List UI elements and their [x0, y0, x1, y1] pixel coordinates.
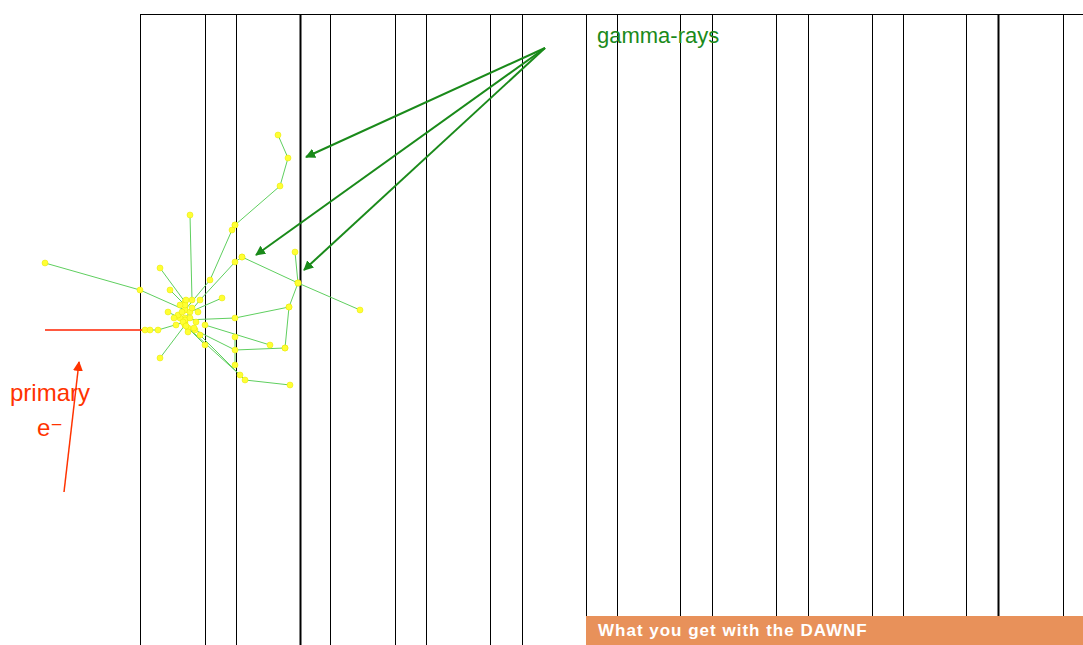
interaction-point	[147, 327, 153, 333]
interaction-point	[202, 322, 208, 328]
interaction-point	[179, 309, 185, 315]
gamma-track	[185, 325, 240, 375]
interaction-point	[189, 297, 195, 303]
gamma-track	[242, 257, 360, 310]
gamma-track	[200, 335, 290, 385]
leader-arrow	[304, 48, 545, 270]
interaction-point	[185, 329, 191, 335]
interaction-point	[183, 297, 189, 303]
interaction-point	[193, 319, 199, 325]
layer-line	[586, 14, 587, 645]
interaction-point	[189, 305, 195, 311]
interaction-point	[357, 307, 363, 313]
layer-line	[903, 14, 904, 645]
interaction-point	[286, 304, 292, 310]
interaction-point	[167, 287, 173, 293]
callout-label: gamma-rays	[597, 20, 719, 52]
interaction-point	[157, 355, 163, 361]
interaction-point	[155, 327, 161, 333]
interaction-point	[285, 155, 291, 161]
detector-layers	[140, 14, 1083, 645]
layer-line	[522, 14, 523, 645]
gamma-track	[190, 215, 192, 300]
interaction-point	[232, 315, 238, 321]
interaction-point	[242, 377, 248, 383]
interaction-point	[197, 297, 203, 303]
layer-line	[1063, 14, 1064, 645]
gamma-track	[195, 330, 285, 350]
interaction-point	[232, 347, 238, 353]
interaction-point	[177, 302, 183, 308]
interaction-point	[232, 334, 238, 340]
gamma-track	[160, 325, 185, 358]
interaction-point	[197, 332, 203, 338]
interaction-point	[232, 222, 238, 228]
layer-line	[712, 14, 713, 645]
interaction-point	[295, 280, 301, 286]
banner: What you get with the DAWNF	[586, 616, 1083, 645]
interaction-point	[295, 280, 301, 286]
layer-line	[395, 14, 396, 645]
interaction-point	[239, 254, 245, 260]
interaction-point	[232, 222, 238, 228]
interaction-point	[292, 249, 298, 255]
interaction-point	[232, 362, 238, 368]
interaction-point	[219, 295, 225, 301]
layer-line	[966, 14, 967, 645]
interaction-point	[295, 280, 301, 286]
interaction-point	[275, 132, 281, 138]
gamma-track	[285, 283, 298, 348]
layer-line	[330, 14, 331, 645]
gamma-track	[160, 268, 185, 302]
layer-line	[490, 14, 491, 645]
layer-line	[300, 14, 302, 645]
gamma-track	[45, 263, 185, 310]
interaction-point	[42, 260, 48, 266]
layer-line	[205, 14, 206, 645]
primary-track	[45, 329, 145, 331]
gamma-track	[235, 135, 288, 225]
callout-label: primary e⁻	[0, 376, 100, 446]
layer-line	[872, 14, 873, 645]
gamma-track	[190, 298, 222, 312]
interaction-point	[165, 309, 171, 315]
gamma-track	[205, 325, 270, 345]
interaction-point	[187, 315, 193, 321]
gamma-track	[185, 307, 289, 320]
leader-arrow	[306, 48, 545, 157]
interaction-point	[277, 183, 283, 189]
layer-line	[808, 14, 809, 645]
interaction-point	[287, 382, 293, 388]
interaction-point	[282, 345, 288, 351]
interaction-point	[207, 277, 213, 283]
interaction-point	[187, 212, 193, 218]
interaction-point	[239, 254, 245, 260]
interaction-point	[191, 325, 197, 331]
layer-line	[776, 14, 777, 645]
layer-line	[236, 14, 237, 645]
gamma-track	[295, 252, 298, 283]
layer-line	[680, 14, 681, 645]
gamma-track	[185, 257, 242, 318]
layer-line	[426, 14, 427, 645]
interaction-point	[173, 322, 179, 328]
leader-arrows	[64, 48, 545, 492]
interaction-point	[171, 315, 177, 321]
banner-text: What you get with the DAWNF	[598, 621, 1075, 641]
interaction-point	[282, 345, 288, 351]
interaction-point	[232, 259, 238, 265]
gamma-track	[185, 225, 235, 310]
interaction-point	[237, 372, 243, 378]
layer-line	[998, 14, 1000, 645]
interaction-point	[267, 342, 273, 348]
leader-arrow	[256, 48, 545, 255]
interaction-point	[195, 309, 201, 315]
interaction-point	[202, 342, 208, 348]
interaction-point	[286, 304, 292, 310]
layer-line	[617, 14, 618, 645]
interaction-point	[183, 323, 189, 329]
interaction-point	[157, 265, 163, 271]
interaction-point	[137, 287, 143, 293]
